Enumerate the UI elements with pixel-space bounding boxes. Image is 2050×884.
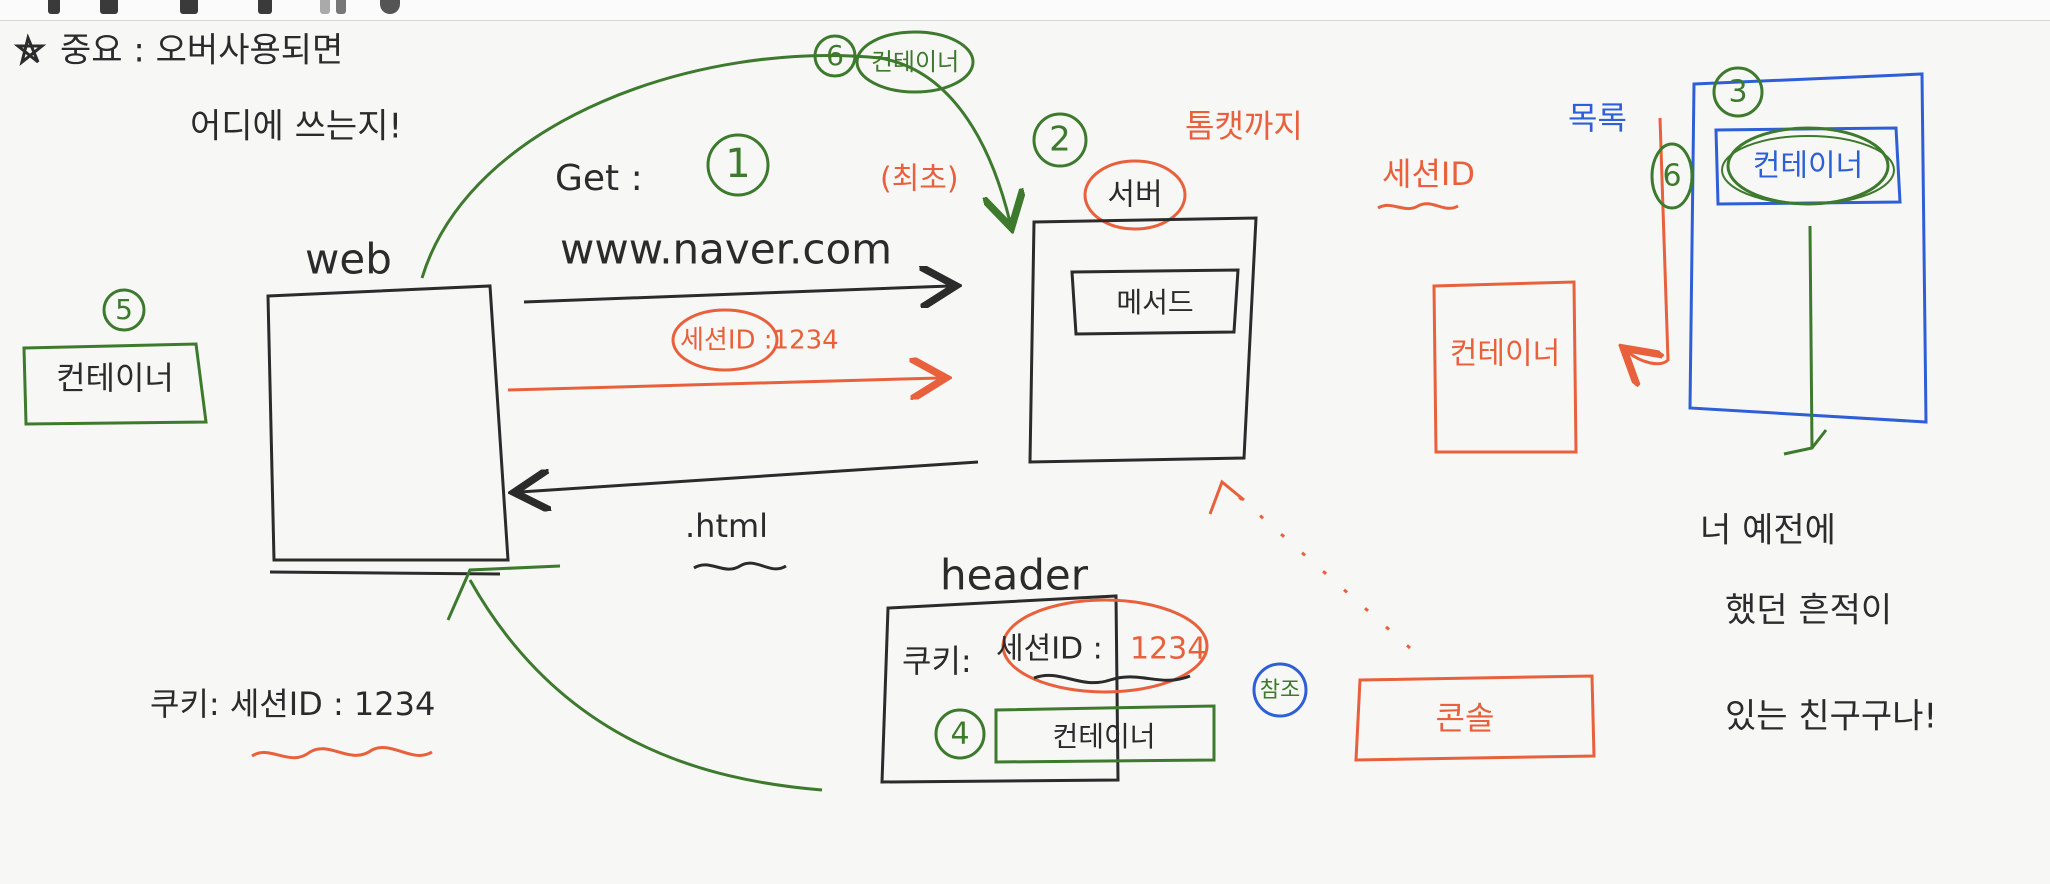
method-label: 메서드 [1116,286,1193,319]
list-label: 목록 [1568,99,1627,137]
container-right-label: 컨테이너 [1753,149,1863,184]
return-curve-tip [446,564,561,621]
tab-chip[interactable] [180,0,198,14]
console-label: 콘솔 [1436,699,1495,737]
container-right-stem [1808,225,1814,449]
step6-top-number: 6 [826,39,844,72]
important-note: 중요 : 오버사용되면 [60,31,343,71]
star-icon [13,33,47,66]
step5-circle [102,288,146,332]
step4-circle [934,708,986,760]
session-id-underline [1377,202,1459,211]
header-session-ellipse [1001,598,1209,694]
record-icon[interactable] [380,0,400,14]
html-underline [693,561,787,571]
list-blue-box [1688,72,1928,424]
step3-circle [1712,66,1764,118]
browser-tab-strip [0,0,2050,21]
tab-chip[interactable] [100,0,118,14]
console-note-circle [1252,662,1308,718]
web-container-box [22,342,208,426]
console-dotted-arrow-tip [1208,479,1245,515]
header-session-underline [1033,673,1191,685]
server-ellipse [1083,159,1187,231]
container-right-ellipse-2 [1721,135,1895,205]
header-session-label: 세션ID : [996,632,1103,667]
return-curve [468,579,823,792]
step2-number: 2 [1049,120,1071,160]
header-box [880,594,1120,784]
step6-right-ellipse [1650,142,1694,210]
web-container-label: 컨테이너 [56,359,174,397]
tab-chip[interactable] [336,0,346,14]
web-client-box [266,284,510,562]
web-label: web [305,235,392,284]
step2-top-note: 톰캣까지 [1185,107,1303,145]
remark-line1: 너 예전에 [1700,511,1836,551]
server-box [1028,216,1258,464]
request-session-ellipse [671,308,779,372]
response-html: .html [685,507,768,545]
request-arrow [523,286,950,302]
header-cookie-key: 쿠키: [902,642,972,680]
step1-circle [706,133,770,197]
step4-number: 4 [950,717,969,752]
request-session-label: 세션ID :1234 [680,326,839,356]
step6-curve-arrow [420,54,1010,279]
container-mid-label: 컨테이너 [1450,337,1560,372]
step1-note: (최초) [880,162,959,197]
step6-top-circle [813,34,857,78]
step1-url: www.naver.com [560,225,892,274]
step6-top-ellipse [855,30,975,94]
container-right-box [1714,126,1902,206]
cookie-note: 쿠키: 세션ID : 1234 [150,685,435,723]
session-id-label: 세션ID [1382,155,1475,193]
remark-line3: 있는 친구구나! [1725,697,1937,737]
tab-chip[interactable] [48,0,60,14]
console-note-label: 참조 [1260,678,1300,703]
step6-right-number: 6 [1662,159,1681,194]
response-arrow [520,460,979,492]
remark-line2: 했던 흔적이 [1725,591,1892,631]
list-arrow [1628,117,1670,364]
step1-number: 1 [725,141,750,187]
step1-request: Get : [555,158,643,199]
tab-chip[interactable] [258,0,272,14]
method-box [1070,268,1240,336]
step5-number: 5 [115,293,133,326]
header-container-box [994,704,1216,764]
important-note-sub: 어디에 쓰는지! [190,107,402,147]
step2-circle [1032,112,1088,168]
cookie-underline [251,746,433,760]
web-box-base [269,570,501,576]
step3-number: 3 [1728,75,1747,110]
console-dotted-line [1221,480,1411,650]
container-mid-box [1432,280,1578,454]
header-container-label: 컨테이너 [1052,720,1155,753]
console-box [1354,674,1596,762]
step6-top-container: 컨테이너 [871,48,959,76]
container-right-stem-tip [1783,429,1828,456]
server-label: 서버 [1107,178,1162,213]
header-label: header [940,551,1089,600]
header-session-value: 1234 [1130,632,1206,667]
tab-chip[interactable] [320,0,330,14]
session-request-arrow [507,378,940,390]
